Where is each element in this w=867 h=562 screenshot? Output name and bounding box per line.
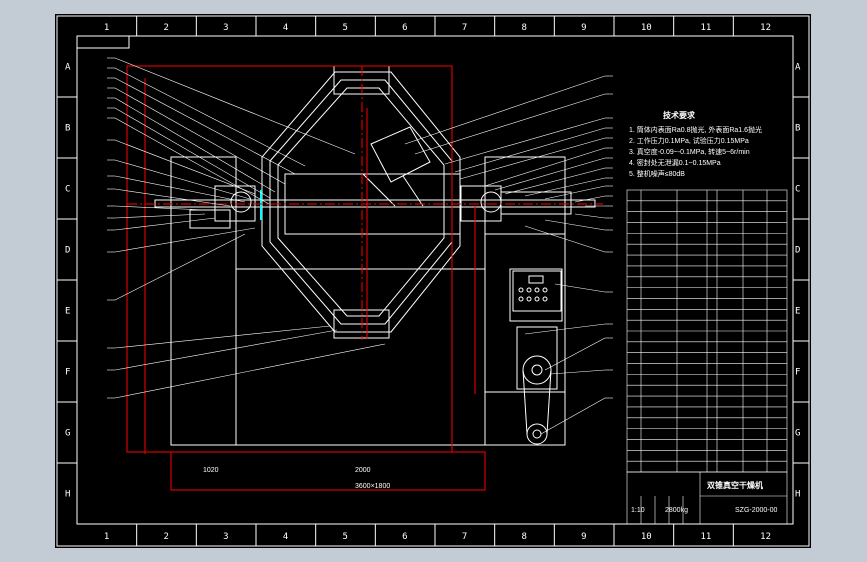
dim-overall: 3600×1800 — [355, 483, 390, 490]
column-label-bottom: 4 — [283, 532, 288, 542]
requirement-line-3: 3. 真空度-0.09~-0.1MPa, 转速5~6r/min — [629, 147, 750, 156]
column-label-bottom: 12 — [760, 532, 771, 542]
requirement-line-4: 4. 密封处无泄漏0.1~0.15MPa — [629, 158, 721, 167]
dim-left-bottom: 1020 — [203, 467, 219, 474]
column-label-top: 1 — [104, 23, 109, 33]
inner-border — [76, 35, 794, 525]
leader-lines — [107, 57, 613, 435]
control-panel — [512, 270, 562, 312]
title-block-weight: 2800kg — [665, 507, 688, 514]
row-label-right: B — [795, 124, 800, 134]
double-cone-vessel — [261, 65, 461, 339]
row-label-left: H — [65, 490, 70, 500]
feed-hatch — [362, 126, 431, 207]
column-label-top: 7 — [462, 23, 467, 33]
column-label-bottom: 1 — [104, 532, 109, 542]
column-label-bottom: 5 — [343, 532, 348, 542]
row-label-left: B — [65, 124, 70, 134]
requirements-title: 技术要求 — [663, 110, 696, 120]
column-label-bottom: 2 — [164, 532, 169, 542]
row-label-right: F — [795, 368, 800, 378]
row-label-left: C — [65, 185, 70, 195]
title-block-drawing-no: SZG-2000-00 — [735, 507, 778, 514]
outer-border — [56, 15, 810, 547]
row-label-left: E — [65, 307, 70, 317]
row-label-right: D — [795, 246, 800, 256]
column-label-bottom: 8 — [522, 532, 527, 542]
column-label-top: 12 — [760, 23, 771, 33]
centerlines — [126, 65, 603, 491]
row-label-right: E — [795, 307, 800, 317]
main-shaft — [154, 185, 596, 229]
row-label-left: A — [65, 63, 71, 73]
row-label-right: A — [795, 63, 801, 73]
requirement-line-5: 5. 整机噪声≤80dB — [629, 169, 685, 178]
column-label-top: 5 — [343, 23, 348, 33]
column-label-top: 6 — [402, 23, 407, 33]
row-label-left: F — [65, 368, 70, 378]
requirement-line-2: 2. 工作压力0.1MPa, 试验压力0.15MPa — [629, 136, 749, 145]
requirement-line-1: 1. 筒体内表面Ra0.8抛光, 外表面Ra1.6抛光 — [629, 125, 762, 134]
base-frame — [170, 156, 566, 446]
column-label-top: 4 — [283, 23, 288, 33]
corner-tab — [76, 35, 130, 49]
column-label-top: 11 — [701, 23, 712, 33]
column-label-bottom: 6 — [402, 532, 407, 542]
row-label-left: G — [65, 429, 70, 439]
column-label-bottom: 9 — [581, 532, 586, 542]
row-label-left: D — [65, 246, 70, 256]
title-block-scale: 1:10 — [631, 507, 645, 514]
column-label-top: 9 — [581, 23, 586, 33]
parts-list-table — [626, 189, 788, 525]
column-label-bottom: 7 — [462, 532, 467, 542]
column-label-bottom: 3 — [223, 532, 228, 542]
row-label-right: H — [795, 490, 800, 500]
dim-mid-bottom: 2000 — [355, 467, 371, 474]
row-label-right: C — [795, 185, 800, 195]
title-block-name: 双锥真空干燥机 — [707, 480, 763, 490]
column-label-top: 3 — [223, 23, 228, 33]
column-label-bottom: 10 — [641, 532, 652, 542]
column-label-top: 8 — [522, 23, 527, 33]
column-label-top: 2 — [164, 23, 169, 33]
column-label-top: 10 — [641, 23, 652, 33]
column-label-bottom: 11 — [701, 532, 712, 542]
row-label-right: G — [795, 429, 800, 439]
